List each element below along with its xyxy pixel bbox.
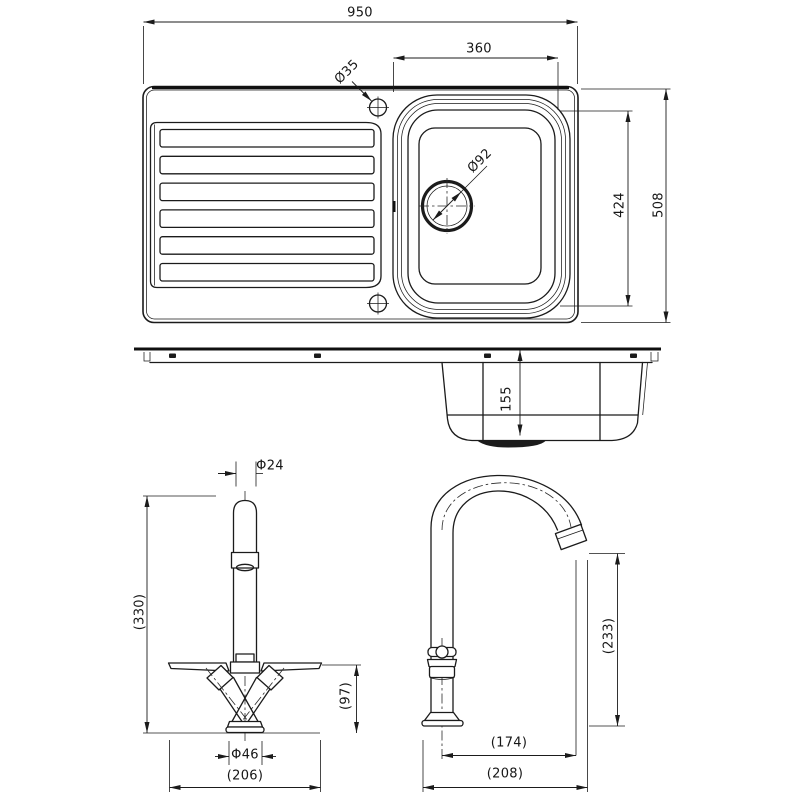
dim-spout-diameter: Φ24: [256, 458, 284, 474]
dim-base-diameter: Φ46: [231, 747, 259, 763]
tap-hole-bottom: [367, 292, 389, 315]
dim-tap-depth: (208): [486, 766, 524, 782]
dim-sink-overall-depth: 508: [651, 192, 667, 218]
dim-bowl-width: 360: [466, 41, 492, 57]
dim-bowl-height: 155: [499, 386, 515, 412]
dim-tap-height: (330): [132, 593, 148, 631]
dim-bowl-depth: 424: [612, 192, 628, 218]
dim-sink-overall-width: 950: [347, 5, 373, 21]
sink-side-view: [134, 347, 661, 448]
dim-spout-height: (233): [601, 617, 617, 655]
bowl-plan: [392, 94, 571, 319]
tap-side-view: [421, 474, 625, 792]
dim-handle-height: (97): [338, 682, 354, 710]
tap-front-view: [143, 461, 361, 792]
tap-hole-top: [367, 96, 389, 119]
sink-plan-view: [142, 19, 671, 324]
dim-spout-reach: (174): [490, 735, 528, 751]
dim-tap-width: (206): [226, 768, 264, 784]
